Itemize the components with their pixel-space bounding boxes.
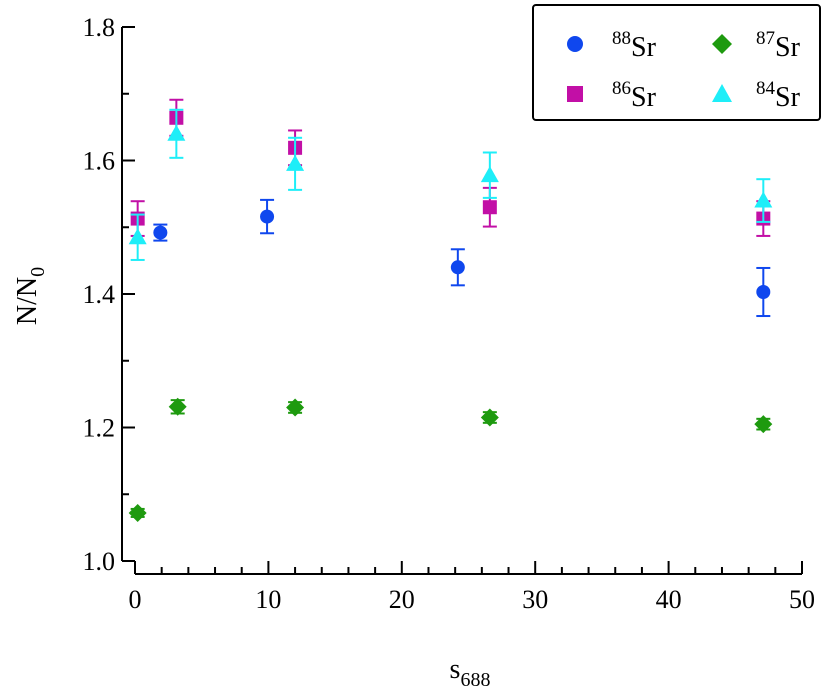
series-layer [128, 98, 773, 522]
x-tick-label: 0 [129, 585, 142, 614]
legend-marker-88-sr [567, 36, 583, 52]
data-point [754, 415, 773, 434]
data-point [128, 503, 147, 522]
x-tick-label: 20 [389, 585, 415, 614]
data-point [128, 228, 147, 245]
y-tick-label: 1.8 [83, 13, 116, 42]
legend: 88Sr 87Sr 86Sr 84Sr [532, 4, 821, 121]
series-87-sr [128, 397, 773, 522]
data-point [153, 225, 168, 240]
x-tick-label: 10 [255, 585, 281, 614]
y-tick-label: 1.6 [83, 147, 116, 176]
data-point [480, 166, 499, 183]
legend-label-88-sr: 88Sr [612, 28, 657, 63]
data-point [167, 124, 186, 141]
legend-marker-86-sr [567, 86, 583, 102]
y-tick-label: 1.0 [83, 547, 116, 576]
y-axis-title: N/N0 [12, 267, 49, 325]
data-point [286, 154, 305, 171]
data-point [168, 397, 187, 416]
legend-marker-84-sr [712, 84, 732, 102]
series-84-sr [128, 108, 773, 261]
data-point [756, 284, 771, 299]
data-point [450, 260, 465, 275]
data-point [260, 209, 275, 224]
x-tick-label: 50 [789, 585, 815, 614]
data-point [482, 200, 497, 215]
data-point [480, 408, 499, 427]
x-tick-label: 40 [656, 585, 682, 614]
axes: 1.0 1.2 1.4 1.6 1.8 0 10 20 30 40 50 s688 N/N0 [12, 13, 815, 691]
legend-label-84-sr: 84Sr [756, 78, 801, 113]
x-tick-label: 30 [522, 585, 548, 614]
data-point [286, 398, 305, 417]
legend-box [532, 4, 821, 121]
x-axis-title: s688 [450, 654, 491, 691]
y-tick-label: 1.4 [83, 280, 116, 309]
legend-label-87-sr: 87Sr [756, 28, 801, 63]
series-88-sr [153, 198, 771, 318]
legend-marker-87-sr [712, 34, 732, 54]
data-point [754, 191, 773, 208]
legend-label-86-sr: 86Sr [612, 78, 657, 113]
y-tick-label: 1.2 [83, 414, 116, 443]
